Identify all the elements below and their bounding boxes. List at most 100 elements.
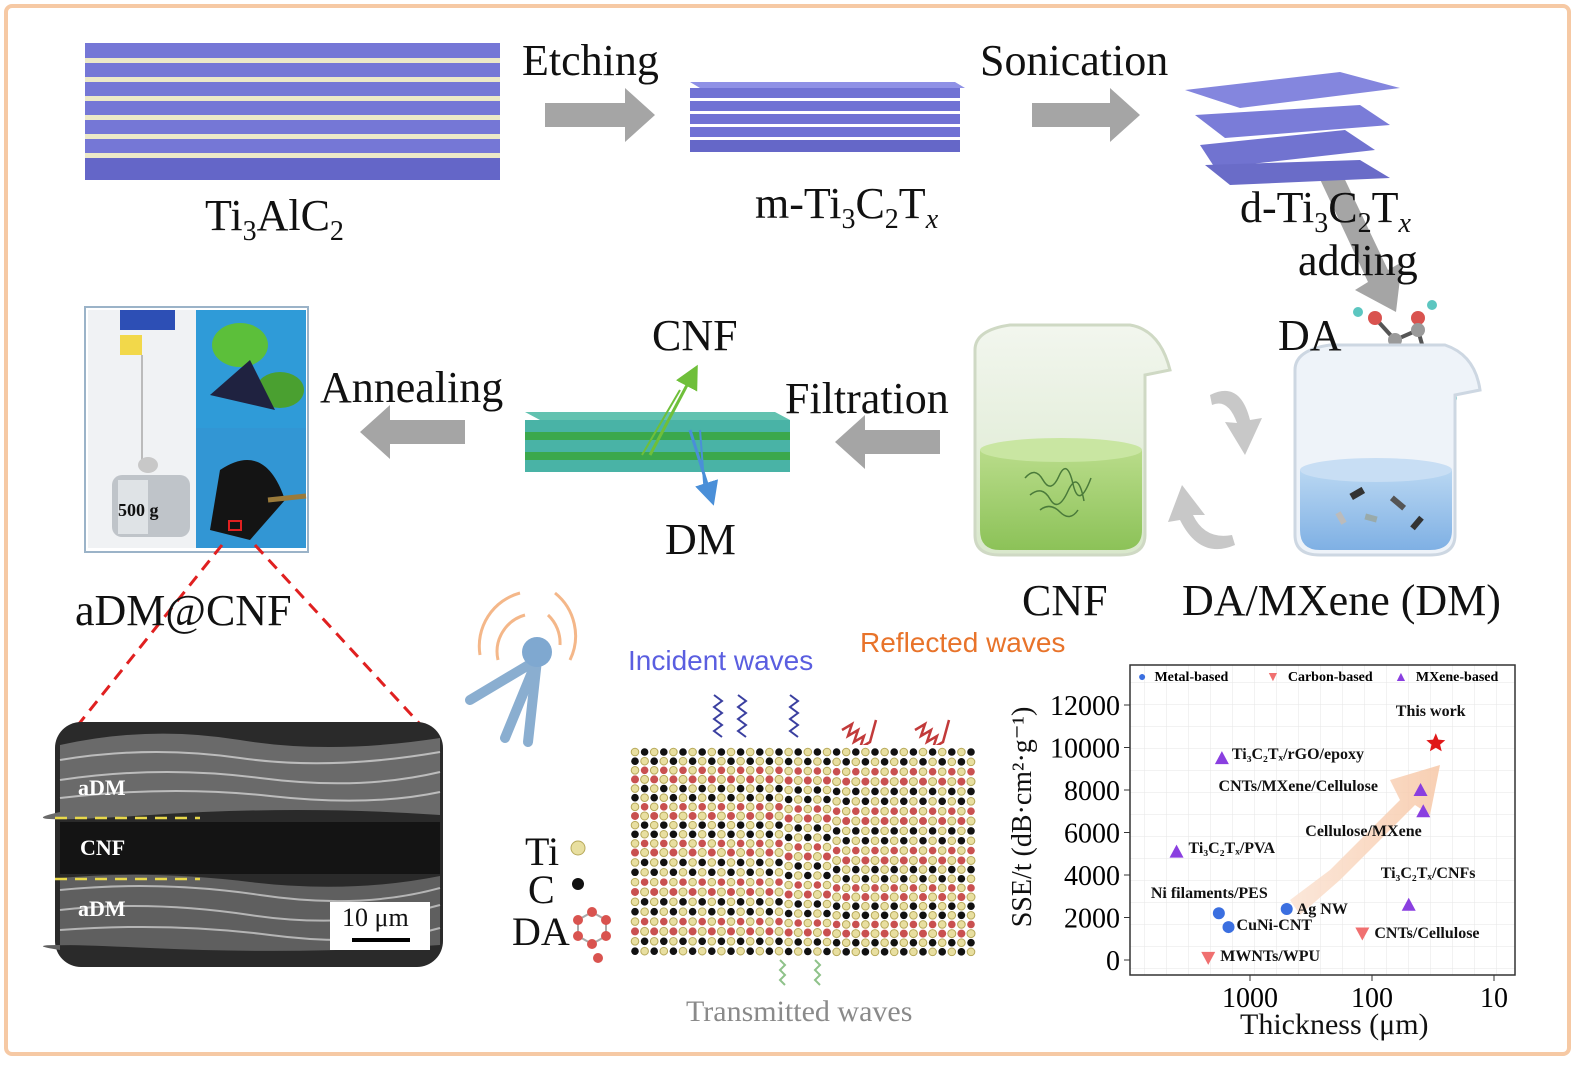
lattice-atom	[717, 858, 726, 867]
lattice-atom	[640, 887, 650, 897]
lattice-atom	[765, 917, 774, 926]
lattice-atom	[736, 907, 745, 917]
lattice-atom	[630, 897, 640, 907]
lattice-atom	[957, 856, 966, 865]
lattice-atom	[784, 928, 793, 937]
lattice-atom	[697, 867, 707, 877]
lattice-atom	[938, 893, 947, 902]
lattice-atom	[640, 811, 650, 821]
lattice-atom	[909, 757, 918, 767]
lattice-atom	[650, 907, 658, 916]
data-point-label: Ti₃C₂Tₓ/PVA	[1188, 839, 1276, 857]
lattice-atom	[890, 807, 898, 815]
lattice-atom	[746, 887, 755, 896]
lattice-atom	[765, 887, 774, 896]
lattice-atom	[659, 774, 669, 784]
lattice-atom	[640, 926, 650, 936]
y-tick-label: 10000	[1050, 734, 1120, 765]
cycle-arrows	[1168, 390, 1262, 550]
lattice-atom	[679, 821, 687, 829]
lattice-atom	[841, 920, 851, 929]
lattice-atom	[948, 902, 956, 910]
lattice-atom	[851, 874, 861, 884]
lattice-atom	[948, 938, 956, 947]
lattice-atom	[678, 907, 688, 917]
lattice-atom	[727, 775, 735, 784]
lattice-atom	[745, 784, 755, 793]
lattice-atom	[745, 802, 755, 812]
lattice-atom	[650, 811, 659, 820]
lattice-atom	[784, 842, 793, 852]
lattice-atom	[736, 878, 745, 886]
lattice-atom	[919, 911, 927, 920]
lattice-atom	[746, 775, 755, 784]
lattice-atom	[688, 765, 697, 775]
lattice-atom	[640, 937, 649, 946]
lattice-atom	[948, 787, 956, 796]
lattice-atom	[947, 797, 957, 806]
lattice-atom	[688, 830, 697, 839]
lattice-atom	[746, 811, 755, 820]
lattice-atom	[774, 887, 784, 897]
lattice-atom	[784, 861, 793, 871]
lattice-atom	[842, 836, 850, 845]
lattice-atom	[861, 893, 870, 902]
lattice-atom	[784, 766, 793, 776]
lattice-atom	[937, 901, 947, 911]
legend-marker-icon: ▲	[1394, 670, 1408, 685]
lattice-atom	[707, 811, 716, 820]
lattice-atom	[726, 839, 736, 848]
lattice-atom	[717, 898, 726, 906]
lattice-atom	[784, 880, 793, 890]
lattice-atom	[746, 927, 755, 936]
lattice-atom	[803, 937, 813, 947]
lattice-atom	[938, 929, 947, 938]
lattice-atom	[822, 823, 832, 833]
lattice-atom	[947, 816, 957, 826]
lattice-atom	[707, 765, 717, 775]
lattice-atom	[947, 855, 957, 865]
lattice-atom	[938, 817, 947, 826]
lattice-atom	[871, 938, 879, 947]
lattice-atom	[794, 919, 802, 927]
legend-ti: Ti	[525, 829, 560, 874]
lattice-atom	[707, 848, 716, 857]
lattice-atom	[967, 846, 975, 855]
lattice-atom	[928, 874, 937, 884]
lattice-atom	[812, 928, 822, 937]
lattice-atom	[928, 757, 937, 767]
lattice-atom	[870, 911, 880, 920]
lattice-atom	[880, 817, 889, 826]
lattice-atom	[880, 893, 889, 902]
lattice-atom	[745, 820, 755, 830]
lattice-atom	[909, 797, 918, 806]
lattice-atom	[775, 839, 783, 848]
lattice-atom	[861, 911, 870, 920]
lattice-atom	[707, 927, 716, 936]
lattice-atom	[842, 817, 851, 826]
lattice-atom	[928, 777, 938, 787]
zoom-line-left	[68, 544, 224, 736]
lattice-atom	[736, 926, 746, 936]
label-transmitted-waves: Transmitted waves	[686, 995, 913, 1028]
lattice-atom	[908, 929, 918, 939]
lattice-atom	[948, 920, 956, 929]
data-point	[1280, 903, 1293, 915]
lattice-atom	[803, 880, 813, 890]
lattice-atom	[631, 757, 639, 765]
label-cnf-top: CNF	[652, 311, 738, 360]
lattice-atom	[812, 776, 822, 785]
lattice-atom	[649, 820, 659, 830]
lattice-atom	[746, 757, 754, 765]
lattice-atom	[928, 855, 938, 865]
lattice-atom	[841, 865, 851, 874]
lattice-atom	[746, 868, 754, 877]
lattice-atom	[832, 787, 841, 796]
lattice-atom	[870, 874, 880, 884]
label-da-mxene: DA/MXene (DM)	[1182, 576, 1501, 625]
data-point-label: CNTs/Cellulose	[1374, 925, 1480, 943]
lattice-atom	[794, 843, 802, 851]
lattice-atom	[669, 927, 678, 936]
lattice-atom	[909, 787, 918, 796]
